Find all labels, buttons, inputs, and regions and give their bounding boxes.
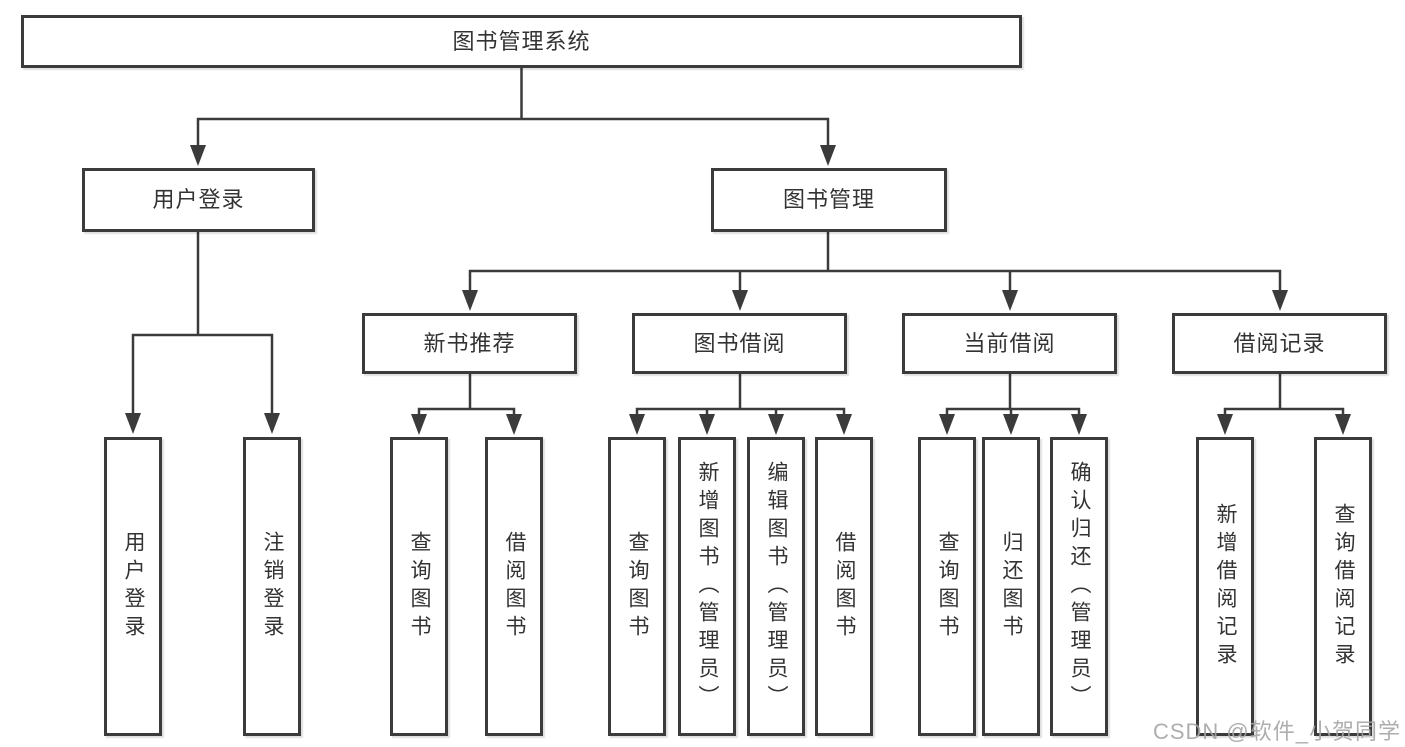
leaf-add-book-admin: 新增图书（管理员）: [678, 437, 736, 736]
connector-book-management-rail: [468, 269, 1282, 291]
node-current-borrowing: 当前借阅: [902, 313, 1117, 374]
leaf-borrow-books-borrowing: 借阅图书: [815, 437, 873, 736]
connector-book-borrowing-rail: [635, 407, 846, 415]
connector-borrow-records-rail: [1223, 407, 1345, 415]
node-borrowing-records: 借阅记录: [1172, 313, 1387, 374]
connector-current-borrowing-rail: [945, 407, 1081, 415]
leaf-user-login: 用户登录: [104, 437, 162, 736]
leaf-borrow-books-recommend: 借阅图书: [485, 437, 543, 736]
node-book-borrowing: 图书借阅: [632, 313, 847, 374]
leaf-query-books-borrowing: 查询图书: [608, 437, 666, 736]
leaf-query-books-current: 查询图书: [918, 437, 976, 736]
leaf-return-books: 归还图书: [982, 437, 1040, 736]
csdn-watermark: CSDN @软件_小贺同学: [1152, 719, 1401, 744]
node-library-management-system: 图书管理系统: [21, 15, 1022, 68]
node-user-login: 用户登录: [82, 168, 315, 232]
connector-user-login-rail: [131, 333, 274, 414]
node-new-book-recommendation: 新书推荐: [362, 313, 577, 374]
leaf-query-books-recommend: 查询图书: [390, 437, 448, 736]
leaf-add-borrow-record: 新增借阅记录: [1196, 437, 1254, 736]
leaf-edit-book-admin: 编辑图书（管理员）: [747, 437, 805, 736]
node-book-management: 图书管理: [711, 168, 947, 232]
leaf-logout: 注销登录: [243, 437, 301, 736]
leaf-confirm-return-admin: 确认归还（管理员）: [1050, 437, 1108, 736]
connector-root-rail: [196, 117, 830, 146]
connector-new-book-rail: [417, 407, 516, 415]
leaf-query-borrow-record: 查询借阅记录: [1314, 437, 1372, 736]
